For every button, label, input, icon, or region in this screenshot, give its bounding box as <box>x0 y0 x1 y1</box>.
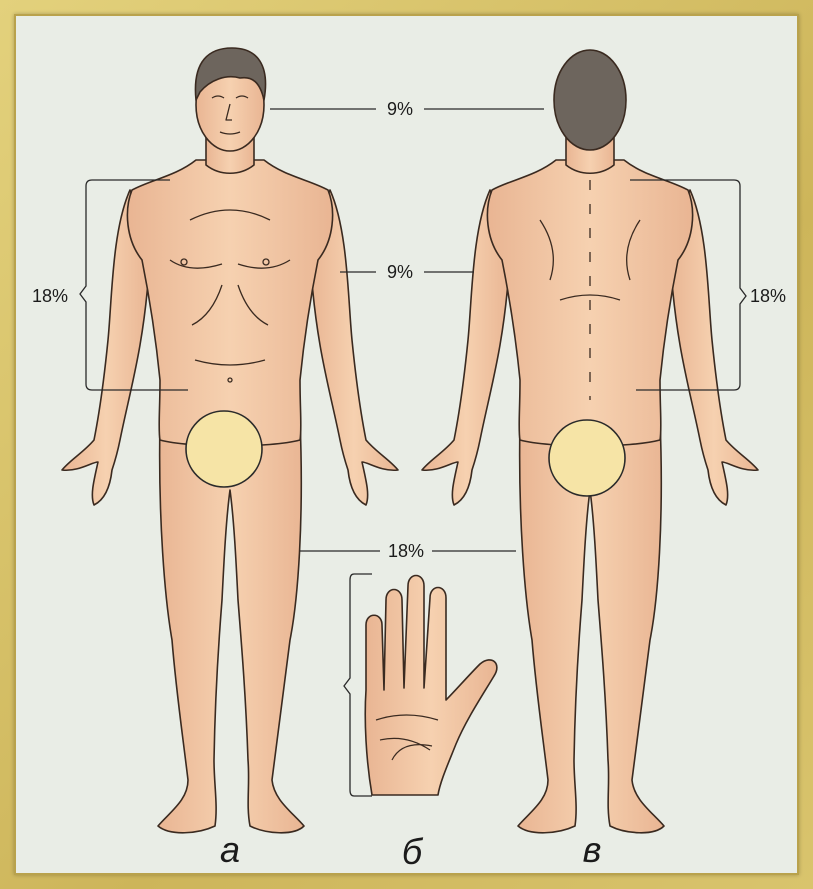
leg-percent-label: 18% <box>388 541 424 561</box>
privacy-circle-back <box>549 420 625 496</box>
back-head <box>554 50 626 150</box>
front-torso <box>127 160 332 446</box>
palm-outline <box>365 576 497 796</box>
caption-back: в <box>583 829 602 870</box>
palm-figure <box>365 576 497 796</box>
front-trunk-percent-label: 18% <box>32 286 68 306</box>
head-percent-label: 9% <box>387 99 413 119</box>
caption-hand: б <box>402 831 424 872</box>
back-trunk-percent-label: 18% <box>750 286 786 306</box>
caption-front: а <box>220 829 240 870</box>
chest-percent-label: 9% <box>387 262 413 282</box>
privacy-circle-front <box>186 411 262 487</box>
